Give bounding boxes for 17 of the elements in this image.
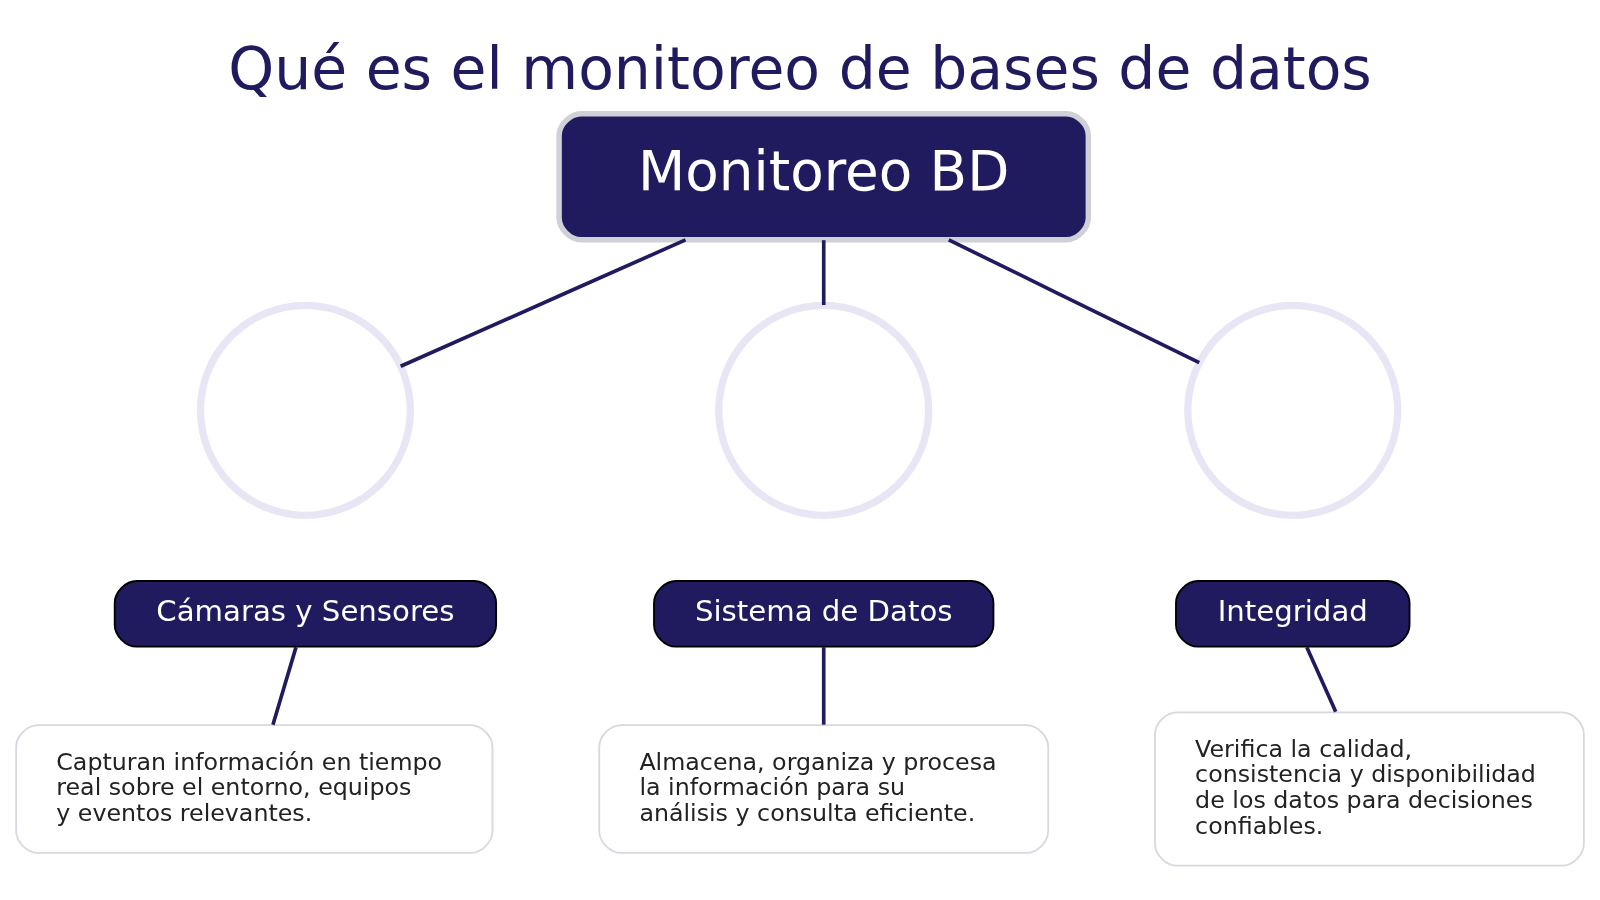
connector bbox=[399, 237, 687, 368]
node-box: Cámaras y Sensores bbox=[113, 579, 498, 648]
connector bbox=[821, 646, 826, 725]
connector bbox=[1305, 645, 1338, 712]
node-circle bbox=[715, 301, 933, 519]
node-circle bbox=[1184, 301, 1402, 519]
node-box: Sistema de Datos bbox=[653, 579, 995, 648]
node-box: Verifica la calidad, consistencia y disponibilidad de los datos para decisiones confiables. bbox=[1154, 711, 1585, 867]
connector bbox=[271, 646, 298, 725]
node-box: Monitoreo BD bbox=[556, 110, 1092, 242]
connector bbox=[821, 239, 826, 305]
node-box: Integridad bbox=[1175, 579, 1411, 648]
diagram-title: Qué es el monitoreo de bases de datos bbox=[228, 34, 1372, 103]
connector bbox=[948, 237, 1201, 364]
node-circle bbox=[196, 301, 414, 519]
node-box: Capturan información en tiempo real sobre el entorno, equipos y eventos relevantes. bbox=[15, 723, 494, 854]
node-box: Almacena, organiza y procesa la información para su análisis y consulta eficiente. bbox=[598, 723, 1050, 854]
